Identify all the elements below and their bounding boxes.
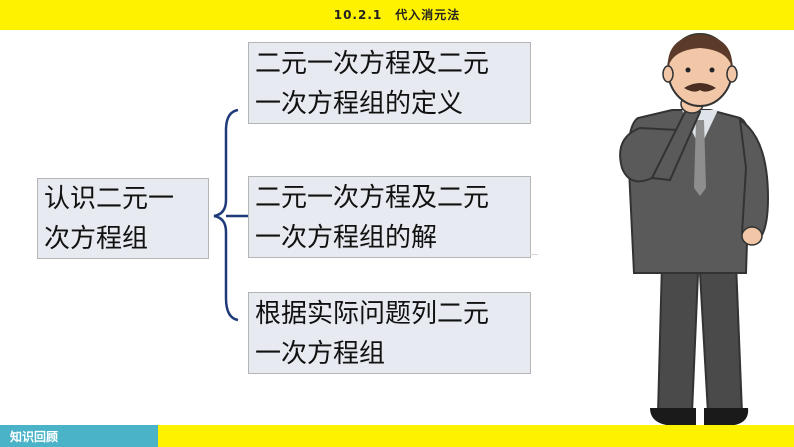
root-topic-line-1: 认识二元一 <box>44 183 175 214</box>
branch-2-line-1: 二元一次方程及二元 <box>255 183 490 213</box>
root-topic-box: 认识二元一 次方程组 <box>37 178 209 259</box>
branch-2-line-2: 一次方程组的解 <box>255 223 438 253</box>
branch-box-word-problem: 根据实际问题列二元 一次方程组 <box>248 292 531 374</box>
footer-bar <box>0 425 794 447</box>
root-topic-line-2: 次方程组 <box>44 223 149 254</box>
header-bar: 10.2.1 代入消元法 <box>0 0 794 30</box>
branch-3-line-1: 根据实际问题列二元 <box>255 299 490 329</box>
lesson-title: 10.2.1 代入消元法 <box>333 8 461 22</box>
thinking-man-icon <box>619 33 770 426</box>
divider-line <box>530 254 538 255</box>
branch-1-line-2: 一次方程组的定义 <box>255 89 464 119</box>
branch-1-line-1: 二元一次方程及二元 <box>255 49 490 79</box>
branch-box-solution: 二元一次方程及二元 一次方程组的解 <box>248 176 531 258</box>
branch-box-definition: 二元一次方程及二元 一次方程组的定义 <box>248 42 531 124</box>
branch-3-line-2: 一次方程组 <box>255 339 386 369</box>
section-tab-label: 知识回顾 <box>10 430 59 444</box>
section-tab[interactable]: 知识回顾 <box>0 425 158 447</box>
